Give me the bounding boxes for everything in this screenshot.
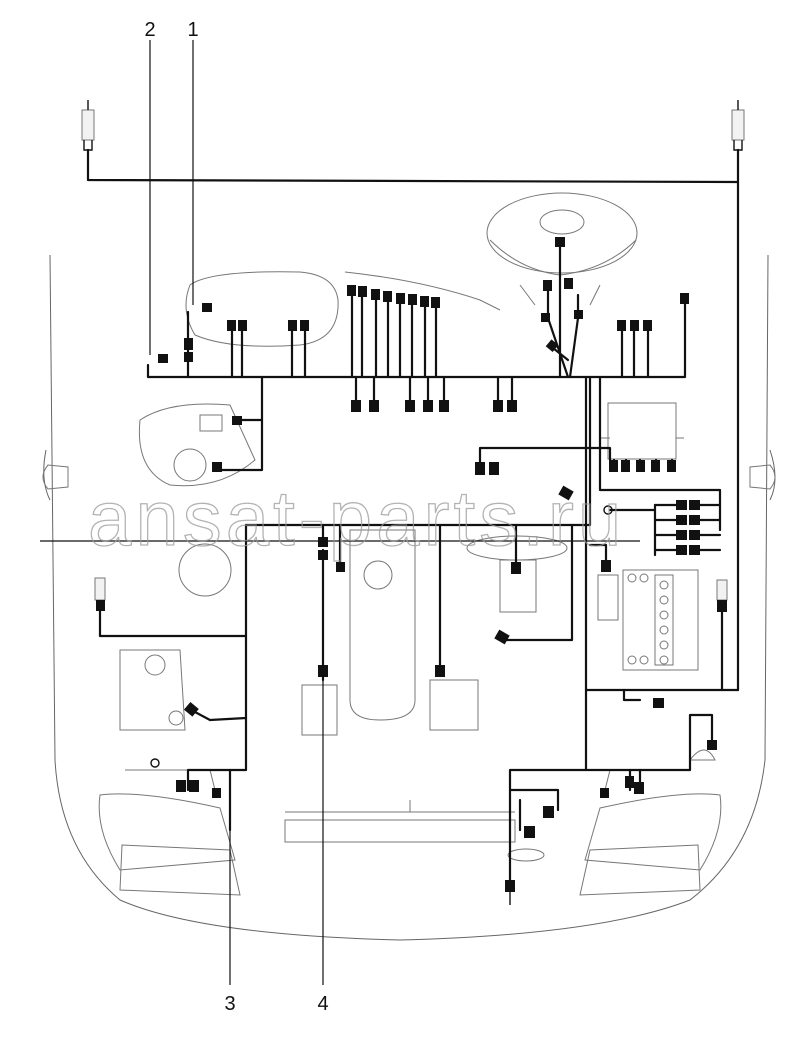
vehicle-body-outline	[42, 254, 776, 941]
connectors	[81, 100, 745, 905]
wire-harness	[86, 148, 740, 882]
callout-4-label: 4	[317, 993, 328, 1015]
callout-1-label: 1	[187, 19, 198, 41]
callout-3-label: 3	[224, 993, 235, 1015]
watermark-text: ansat-parts.ru	[88, 474, 625, 562]
callout-leaders	[149, 40, 324, 985]
callout-2-label: 2	[144, 19, 155, 41]
